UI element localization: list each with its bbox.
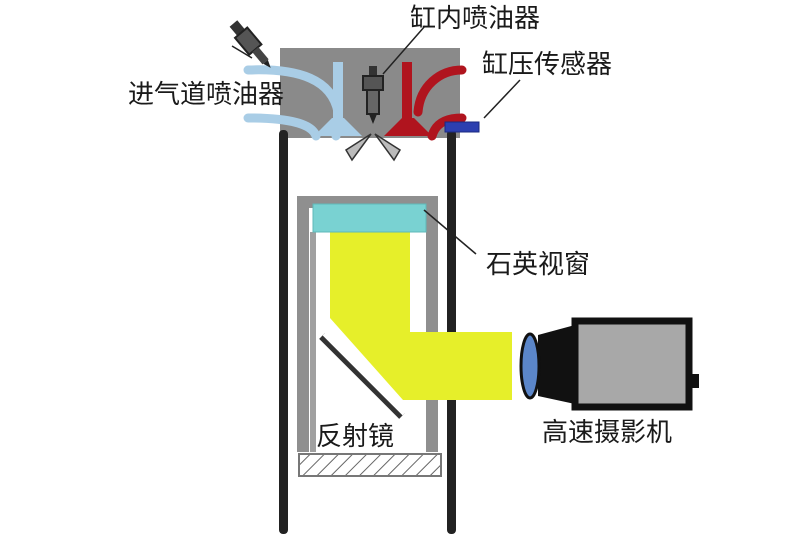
exhaust-valve-stem [402,62,412,132]
label-quartz-window: 石英视窗 [486,250,591,280]
piston-crown-hatch [298,453,442,477]
exhaust-port [413,65,467,141]
mirror-face [322,332,406,416]
exhaust-valve-head [384,118,432,136]
mirror [319,333,405,419]
leader-direct-injector [382,25,426,75]
label-mirror: 反射镜 [316,422,395,452]
label-high-speed-camera: 高速摄影机 [542,418,673,448]
intake-valve-stem [333,62,343,132]
label-port-injector: 进气道喷油器 [128,80,285,110]
camera-icon [519,317,699,411]
light-path [330,228,512,400]
leader-port-injector [231,45,253,59]
camera-lens-barrel [538,325,575,404]
spray-left [344,133,372,162]
label-pressure-sensor: 缸压传感器 [482,50,613,80]
injector-icon [229,20,271,68]
camera-body [571,317,693,411]
cylinder-wall-left [279,130,288,534]
leader-quartz-window [423,209,477,255]
label-direct-injector: 缸内喷油器 [410,4,541,34]
camera-side-button [689,374,699,388]
intake-valve-head [314,118,362,136]
leader-pressure-sensor [483,79,521,119]
pressure-sensor [444,121,480,133]
quartz-window [312,203,427,233]
spray-right [374,133,402,162]
camera-lens [519,332,541,400]
injector-icon [362,66,384,124]
piston-wall-inner-left [310,232,316,452]
